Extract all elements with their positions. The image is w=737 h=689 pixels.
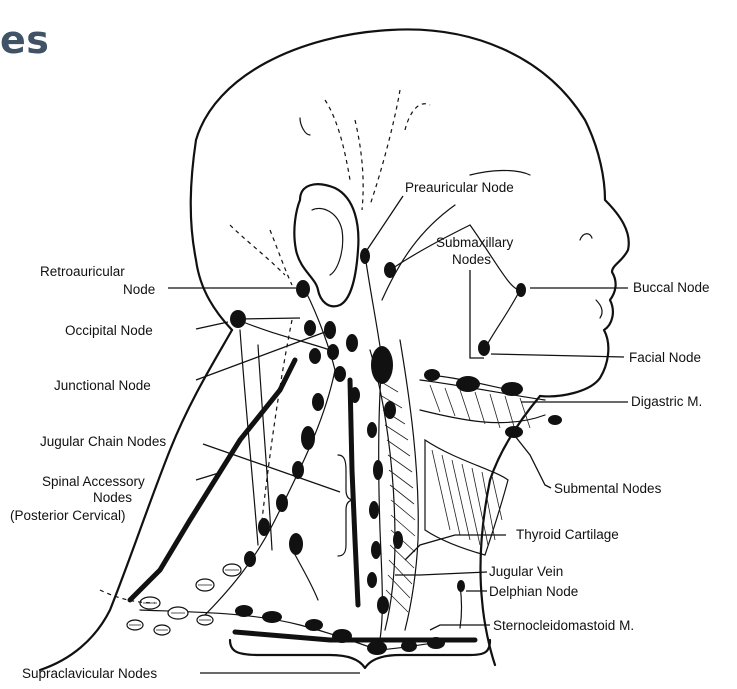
node	[501, 382, 523, 396]
node	[384, 401, 396, 419]
spinal-accessory-label-line2: Nodes	[93, 490, 132, 505]
node	[424, 369, 440, 381]
node	[350, 387, 360, 403]
node	[373, 460, 383, 480]
node	[393, 531, 403, 549]
submaxillary-label-line1: Submaxillary	[436, 235, 514, 250]
node	[304, 320, 316, 336]
submental-node	[505, 426, 523, 438]
submental-label: Submental Nodes	[554, 481, 662, 496]
jugular-vein-label: Jugular Vein	[489, 564, 563, 579]
sternocleidomastoid-muscle	[370, 340, 418, 630]
node	[312, 393, 324, 411]
node	[301, 426, 315, 450]
node	[367, 572, 377, 588]
node	[289, 533, 303, 555]
junctional-label: Junctional Node	[54, 378, 151, 393]
spinal-accessory-label-line3: (Posterior Cervical)	[10, 508, 126, 523]
facial-label: Facial Node	[629, 350, 701, 365]
facial-node	[478, 340, 490, 356]
face-detail	[580, 234, 602, 318]
supraclavicular-node	[262, 611, 282, 623]
supraclavicular-node	[427, 637, 445, 649]
node	[369, 501, 379, 519]
digastric-label: Digastric M.	[631, 394, 702, 409]
anatomical-heavy-lines	[130, 360, 475, 640]
node	[244, 551, 256, 567]
node	[367, 422, 377, 438]
spinal-accessory-label-line1: Spinal Accessory	[42, 474, 145, 489]
retroauricular-label-line1: Retroauricular	[40, 264, 125, 279]
node	[371, 346, 393, 384]
occipital-label: Occipital Node	[65, 323, 153, 338]
jugular-chain-label: Jugular Chain Nodes	[40, 434, 166, 449]
supraclavicular-label: Supraclavicular Nodes	[22, 666, 157, 681]
supraclavicular-node	[235, 605, 253, 617]
node	[334, 366, 346, 382]
node	[377, 596, 389, 614]
node	[324, 321, 336, 339]
thyroid-cartilage	[425, 440, 508, 555]
vessel-lines	[230, 90, 530, 520]
node	[346, 334, 358, 352]
node	[327, 344, 339, 360]
node	[371, 541, 381, 559]
retroauricular-node	[296, 280, 310, 298]
delphian-label: Delphian Node	[489, 584, 578, 599]
submaxillary-label-line2: Nodes	[452, 252, 491, 267]
preauricular-label: Preauricular Node	[405, 180, 514, 195]
node	[456, 376, 480, 392]
node	[276, 494, 288, 512]
thyroid-cartilage-label: Thyroid Cartilage	[516, 527, 619, 542]
posterior-nodes-hatched	[127, 564, 241, 635]
buccal-node	[516, 283, 526, 297]
sternocleidomastoid-label: Sternocleidomastoid M.	[493, 618, 634, 633]
junctional-node	[309, 348, 321, 364]
buccal-label: Buccal Node	[633, 280, 710, 295]
supraclavicular-node	[367, 641, 387, 655]
trapezius-muscle	[240, 330, 272, 550]
supraclavicular-node	[305, 619, 323, 631]
supraclavicular-node	[332, 629, 352, 643]
delphian-node	[457, 580, 465, 592]
retroauricular-label-line2: Node	[123, 282, 155, 297]
preauricular-node	[360, 248, 370, 264]
digastric-muscle	[420, 380, 545, 430]
node	[384, 262, 396, 278]
node	[548, 415, 562, 425]
node	[258, 518, 270, 536]
supraclavicular-node	[401, 640, 417, 652]
